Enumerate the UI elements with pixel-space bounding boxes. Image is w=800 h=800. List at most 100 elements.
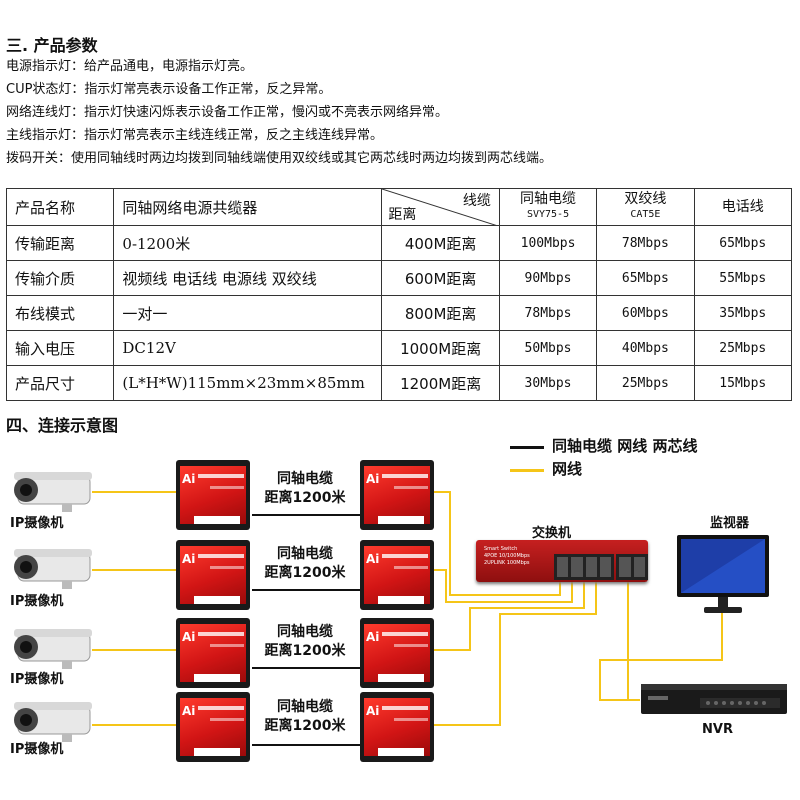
legend-yellow-line — [510, 469, 544, 472]
cell-distance: 1200M距离 — [381, 365, 500, 401]
cell-speed: 35Mbps — [693, 295, 793, 331]
network-switch: Smart Switch 4POE 10/100Mbps 2UPLINK 100… — [476, 540, 648, 582]
cell-name: 产品名称 — [5, 188, 115, 226]
cell-distance: 800M距离 — [381, 295, 500, 331]
cell-speed: 65Mbps — [693, 225, 793, 261]
coax-label-line2: 距离1200米 — [264, 490, 346, 506]
header-coax-name: 同轴电缆 — [520, 191, 577, 207]
coax-label-line2: 距离1200米 — [264, 643, 346, 659]
coax-extender-tx: Ai — [176, 692, 250, 762]
camera-label: IP摄像机 — [10, 516, 64, 531]
table-row: 产品尺寸 (L*H*W)115mm×23mm×85mm 1200M距离 30Mb… — [5, 365, 793, 401]
switch-label: 交换机 — [532, 526, 572, 541]
header-coax: 同轴电缆 SVY75-5 — [498, 188, 598, 226]
diagonal-header-cell: 线缆 距离 — [381, 188, 500, 226]
camera-icon — [14, 702, 92, 742]
coax-label-line2: 距离1200米 — [264, 565, 346, 581]
coax-wires — [252, 514, 360, 746]
coax-label-line1: 同轴电缆 — [277, 546, 333, 562]
coax-distance-label: 同轴电缆距离1200米 — [250, 545, 360, 583]
section-title-diagram: 四、连接示意图 — [6, 416, 119, 435]
cell-value: (L*H*W)115mm×23mm×85mm — [113, 365, 383, 401]
coax-distance-label: 同轴电缆距离1200米 — [250, 623, 360, 661]
coax-extender-rx: Ai — [360, 540, 434, 610]
cell-speed: 65Mbps — [596, 260, 695, 296]
switch-port — [585, 557, 597, 577]
header-phone-name: 电话线 — [721, 198, 764, 215]
table-row: 产品名称 同轴网络电源共缆器 线缆 距离 同轴电缆 SVY75-5 双绞线 CAT5… — [5, 188, 793, 226]
brand-label: Ai — [366, 704, 380, 718]
switch-port — [619, 557, 631, 577]
legend-coax-label: 同轴电缆 网线 两芯线 — [552, 437, 698, 455]
cell-value: 同轴网络电源共缆器 — [113, 188, 383, 226]
coax-extender-tx: Ai — [176, 460, 250, 530]
camera-icon — [14, 472, 92, 512]
coax-extender-rx: Ai — [360, 692, 434, 762]
monitor-label: 监视器 — [710, 516, 750, 531]
table-row: 布线模式 一对一 800M距离 78Mbps 60Mbps 35Mbps — [5, 295, 793, 331]
table-row: 输入电压 DC12V 1000M距离 50Mbps 40Mbps 25Mbps — [5, 330, 793, 366]
coax-label-line1: 同轴电缆 — [277, 699, 333, 715]
cell-value: DC12V — [113, 330, 383, 366]
legend-black-line — [510, 446, 544, 449]
coax-label-line1: 同轴电缆 — [277, 624, 333, 640]
camera-icon — [14, 629, 92, 669]
header-twisted-sub: CAT5E — [630, 209, 661, 220]
description-block: 电源指示灯：给产品通电，电源指示灯亮。 CUP状态灯：指示灯常亮表示设备工作正常… — [6, 55, 552, 170]
table-row: 传输介质 视频线 电话线 电源线 双绞线 600M距离 90Mbps 65Mbp… — [5, 260, 793, 296]
cell-speed: 90Mbps — [498, 260, 598, 296]
cell-distance: 400M距离 — [381, 225, 500, 261]
cell-name: 传输距离 — [5, 225, 115, 261]
cell-speed: 25Mbps — [596, 365, 695, 401]
coax-distance-label: 同轴电缆距离1200米 — [250, 470, 360, 508]
switch-port — [599, 557, 611, 577]
coax-extender-tx: Ai — [176, 540, 250, 610]
camera-label: IP摄像机 — [10, 672, 64, 687]
switch-port — [633, 557, 645, 577]
brand-label: Ai — [182, 704, 196, 718]
switch-print: Smart Switch 4POE 10/100Mbps 2UPLINK 100… — [484, 546, 530, 567]
cell-name: 产品尺寸 — [5, 365, 115, 401]
header-coax-sub: SVY75-5 — [526, 209, 570, 220]
coax-label-line2: 距离1200米 — [264, 718, 346, 734]
header-distance: 距离 — [388, 207, 417, 223]
nvr-label: NVR — [702, 722, 733, 737]
cell-speed: 78Mbps — [596, 225, 695, 261]
brand-label: Ai — [182, 552, 196, 566]
camera-label: IP摄像机 — [10, 594, 64, 609]
header-twisted-name: 双绞线 — [624, 191, 667, 207]
desc-power-led: 电源指示灯：给产品通电，电源指示灯亮。 — [6, 59, 254, 74]
header-phone: 电话线 — [693, 188, 793, 226]
switch-poe-ports — [554, 554, 614, 580]
cell-speed: 15Mbps — [693, 365, 793, 401]
camera-label: IP摄像机 — [10, 742, 64, 757]
cell-speed: 30Mbps — [498, 365, 598, 401]
brand-label: Ai — [182, 630, 196, 644]
brand-label: Ai — [366, 630, 380, 644]
cell-speed: 50Mbps — [498, 330, 598, 366]
coax-extender-rx: Ai — [360, 618, 434, 688]
table-row: 传输距离 0-1200米 400M距离 100Mbps 78Mbps 65Mbp… — [5, 225, 793, 261]
switch-uplink-ports — [616, 554, 648, 580]
header-cable: 线缆 — [462, 193, 491, 209]
switch-text-uplink: 2UPLINK 100Mbps — [484, 560, 530, 566]
monitor-icon — [677, 535, 769, 613]
brand-label: Ai — [366, 552, 380, 566]
switch-text-model: Smart Switch — [484, 546, 518, 552]
legend-lan-label: 网线 — [552, 460, 583, 478]
cell-speed: 25Mbps — [693, 330, 793, 366]
desc-network-led: 网络连线灯：指示灯快速闪烁表示设备工作正常，慢闪或不亮表示网络异常。 — [6, 105, 449, 120]
cell-value: 一对一 — [113, 295, 383, 331]
spec-table: 产品名称 同轴网络电源共缆器 线缆 距离 同轴电缆 SVY75-5 双绞线 CAT5… — [5, 188, 793, 401]
brand-label: Ai — [182, 472, 196, 486]
diagonal-line — [382, 189, 499, 226]
desc-main-line-led: 主线指示灯：指示灯常亮表示主线连线正常，反之主线连线异常。 — [6, 128, 384, 143]
desc-cpu-led: CUP状态灯：指示灯常亮表示设备工作正常，反之异常。 — [6, 82, 332, 97]
camera-icon — [14, 549, 92, 589]
coax-distance-label: 同轴电缆距离1200米 — [250, 698, 360, 736]
coax-label-line1: 同轴电缆 — [277, 471, 333, 487]
lan-wires — [92, 491, 723, 726]
cell-name: 传输介质 — [5, 260, 115, 296]
cell-speed: 78Mbps — [498, 295, 598, 331]
